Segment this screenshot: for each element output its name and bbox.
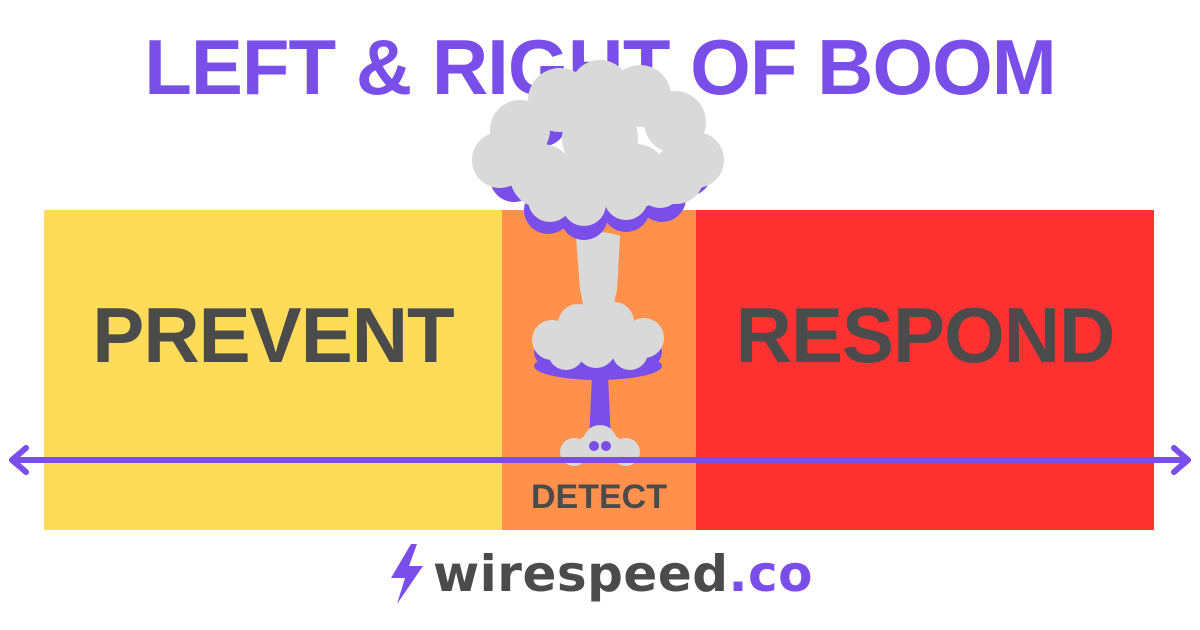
mushroom-ground-puff-shadow [589,441,611,451]
double-arrow-icon [9,445,1191,475]
mushroom-cap [472,60,724,226]
mushroom-ground-puff [560,425,640,466]
lightning-bolt-icon [390,544,423,604]
mushroom-stem-base [589,375,611,440]
prevent-label: PREVENT [92,291,454,379]
brand-name: wirespeed [432,545,729,603]
respond-zone [696,210,1154,530]
timeline-right-head [1171,445,1191,475]
brand-tld: .co [728,545,814,603]
mushroom-cloud-icon [472,60,724,466]
respond-label: RESPOND [735,291,1116,379]
brand-logo: wirespeed.co [0,536,1200,612]
detect-label: DETECT [531,478,667,516]
timeline-left-head [9,445,29,475]
mushroom-ring [532,302,664,370]
prevent-zone [44,210,502,530]
